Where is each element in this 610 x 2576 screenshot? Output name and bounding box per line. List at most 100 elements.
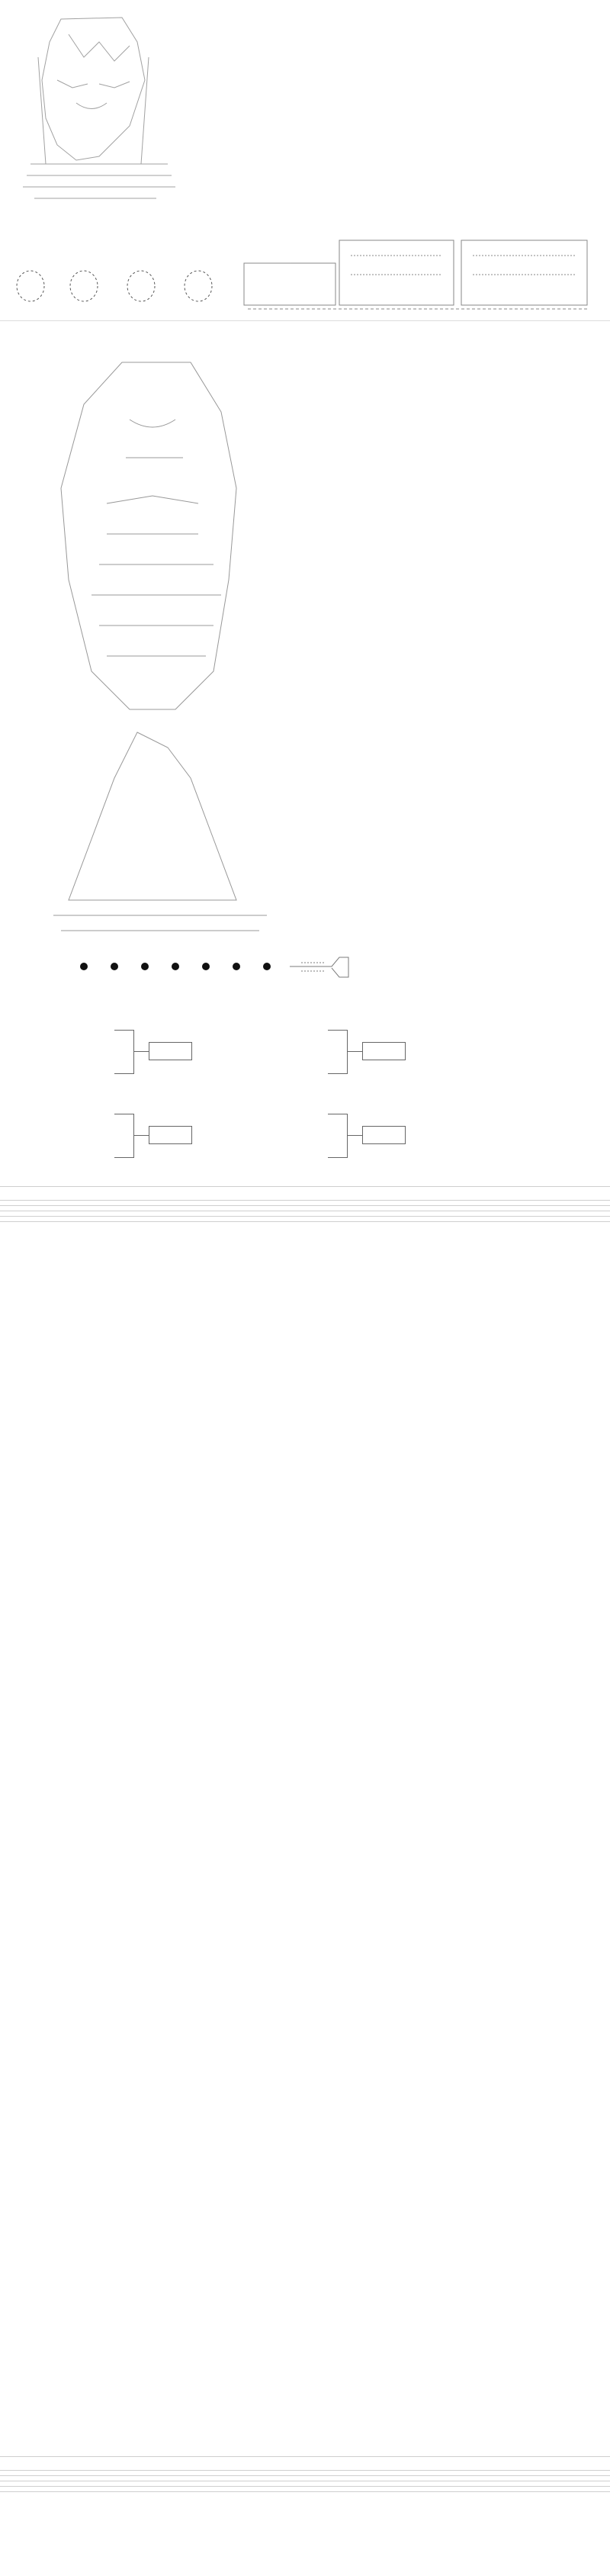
bracket-line bbox=[133, 1051, 149, 1052]
vs-label bbox=[152, 1200, 305, 1206]
score bbox=[304, 2486, 407, 2492]
post bbox=[8, 1365, 602, 1370]
post bbox=[8, 1312, 602, 1317]
train-drawing bbox=[243, 240, 588, 310]
team-b bbox=[203, 2481, 305, 2487]
figures-drawing bbox=[53, 362, 267, 931]
bracket-line bbox=[114, 1030, 134, 1074]
ascii-art-girl bbox=[15, 11, 175, 206]
team-b bbox=[203, 2486, 305, 2492]
bracket-result-box bbox=[149, 1042, 192, 1060]
schedule-table-2 bbox=[0, 2456, 610, 2492]
winner bbox=[508, 2475, 610, 2481]
team-a bbox=[0, 2481, 102, 2487]
bracket-line bbox=[114, 1114, 134, 1158]
circle-row bbox=[16, 270, 213, 302]
team-b bbox=[305, 1216, 458, 1222]
post bbox=[8, 1491, 602, 1496]
vs-label bbox=[101, 2475, 204, 2481]
ship-drawing bbox=[290, 957, 349, 978]
ascii-art-figures bbox=[38, 351, 282, 946]
schedule-row bbox=[0, 1205, 610, 1211]
score bbox=[458, 1216, 610, 1222]
ellipsis-dot bbox=[233, 963, 240, 970]
team-b bbox=[305, 1205, 458, 1211]
vs-label bbox=[101, 2481, 204, 2487]
post bbox=[8, 1541, 602, 1545]
ellipsis-dot bbox=[141, 963, 149, 970]
result-score bbox=[406, 2470, 509, 2476]
post bbox=[8, 1789, 602, 1793]
schedule-header-row bbox=[0, 1186, 610, 1201]
dialogue-mid-b bbox=[286, 763, 297, 892]
schedule-row bbox=[0, 1211, 610, 1217]
post bbox=[8, 1728, 602, 1732]
score bbox=[304, 2470, 407, 2476]
schedule-row bbox=[0, 2475, 610, 2481]
bracket-line bbox=[347, 1051, 362, 1052]
bracket-result-box bbox=[149, 1126, 192, 1144]
bracket-line bbox=[133, 1135, 149, 1136]
vs-label bbox=[101, 2486, 204, 2492]
team-b bbox=[305, 1211, 458, 1217]
winner bbox=[508, 2481, 610, 2487]
team-a bbox=[0, 1216, 152, 1222]
schedule-row bbox=[0, 1200, 610, 1206]
score bbox=[458, 1200, 610, 1206]
team-b bbox=[203, 2475, 305, 2481]
schedule-header-row bbox=[0, 2456, 610, 2471]
bracket-line bbox=[328, 1114, 348, 1158]
ellipsis-dot bbox=[80, 963, 88, 970]
bracket-result-box bbox=[362, 1126, 406, 1144]
ascii-art-ship bbox=[286, 950, 355, 984]
post bbox=[8, 1434, 602, 1439]
ellipsis-dot bbox=[172, 963, 179, 970]
score bbox=[458, 1205, 610, 1211]
vs-label bbox=[152, 1211, 305, 1217]
post bbox=[8, 1659, 602, 1664]
team-a bbox=[0, 1211, 152, 1217]
score bbox=[304, 2475, 407, 2481]
dialogue-top bbox=[202, 69, 313, 224]
divider bbox=[0, 320, 610, 321]
winner bbox=[508, 2486, 610, 2492]
ascii-art-train bbox=[236, 233, 595, 324]
team-a bbox=[0, 2475, 102, 2481]
result-score bbox=[406, 2475, 509, 2481]
result-score bbox=[406, 2481, 509, 2487]
team-a bbox=[0, 1205, 152, 1211]
vs-label bbox=[101, 2470, 204, 2476]
dialogue-mid-a bbox=[286, 536, 297, 666]
ellipsis-dot bbox=[263, 963, 271, 970]
post bbox=[8, 1907, 602, 1912]
vs-label bbox=[152, 1205, 305, 1211]
bracket-line bbox=[347, 1135, 362, 1136]
post bbox=[8, 1629, 602, 1633]
bracket-result-box bbox=[362, 1042, 406, 1060]
post bbox=[8, 1949, 602, 1954]
winner bbox=[508, 2470, 610, 2476]
post bbox=[8, 1400, 602, 1404]
schedule-table-1 bbox=[0, 1186, 610, 1222]
schedule-row bbox=[0, 1216, 610, 1222]
team-a bbox=[0, 2470, 102, 2476]
post bbox=[8, 2044, 602, 2049]
score bbox=[304, 2481, 407, 2487]
result-score bbox=[406, 2486, 509, 2492]
vs-label bbox=[152, 1216, 305, 1222]
post bbox=[8, 1983, 602, 1988]
score bbox=[458, 1211, 610, 1217]
schedule-row bbox=[0, 2470, 610, 2476]
ascii-art-girl-drawing bbox=[23, 17, 175, 199]
team-a bbox=[0, 1200, 152, 1206]
team-b bbox=[305, 1200, 458, 1206]
schedule-title-cell bbox=[0, 2456, 610, 2471]
schedule-row bbox=[0, 2486, 610, 2492]
post bbox=[8, 1857, 602, 1862]
schedule-row bbox=[0, 2481, 610, 2487]
team-b bbox=[203, 2470, 305, 2476]
schedule-title-cell bbox=[0, 1186, 610, 1201]
ellipsis-dot bbox=[111, 963, 118, 970]
post bbox=[8, 1335, 602, 1339]
